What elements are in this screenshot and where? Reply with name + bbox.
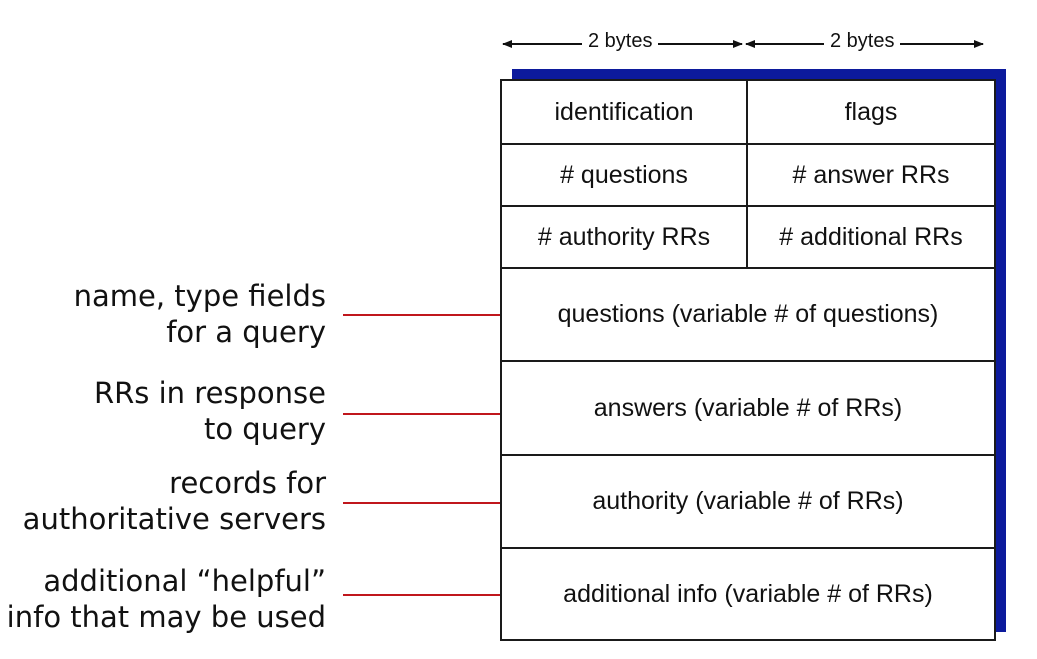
header-row-1: identification flags bbox=[502, 81, 994, 145]
authority-annotation: records for authoritative servers bbox=[23, 465, 326, 537]
answers-section: answers (variable # of RRs) bbox=[502, 362, 994, 456]
authority-section-label: authority (variable # of RRs) bbox=[592, 487, 904, 515]
annotation-line: name, type fields bbox=[73, 279, 326, 313]
answers-section-label: answers (variable # of RRs) bbox=[593, 393, 903, 422]
additional-rrs-count-field: # additional RRs bbox=[779, 222, 963, 251]
annotation-line: additional “helpful” bbox=[43, 564, 326, 598]
header-row-2: # questions # answer RRs bbox=[502, 145, 994, 207]
header-row-3: # authority RRs # additional RRs bbox=[502, 207, 994, 269]
annotation-line: authoritative servers bbox=[22, 502, 326, 536]
identification-field: identification bbox=[502, 81, 748, 143]
authority-rrs-count-field: # authority RRs bbox=[502, 207, 748, 267]
additional-annotation: additional “helpful” info that may be us… bbox=[7, 563, 326, 635]
message-box: identification flags # questions # answe… bbox=[500, 79, 996, 641]
annotation-line: to query bbox=[203, 412, 326, 446]
annotation-line: records for bbox=[169, 466, 326, 500]
questions-section: questions (variable # of questions) bbox=[502, 269, 994, 362]
questions-section-label: questions (variable # of questions) bbox=[557, 300, 939, 328]
right-width-label: 2 bytes bbox=[824, 30, 901, 53]
flags-field: flags bbox=[844, 97, 898, 126]
questions-annotation: name, type fields for a query bbox=[74, 278, 326, 350]
additional-section: additional info (variable # of RRs) bbox=[502, 549, 994, 639]
questions-count-field: # questions bbox=[502, 145, 748, 205]
answers-annotation: RRs in response to query bbox=[94, 375, 326, 447]
answer-rrs-count-field: # answer RRs bbox=[792, 160, 950, 189]
additional-section-label: additional info (variable # of RRs) bbox=[563, 579, 933, 608]
annotation-line: RRs in response bbox=[94, 376, 326, 410]
annotation-line: info that may be used bbox=[6, 600, 326, 634]
annotation-line: for a query bbox=[166, 315, 326, 349]
authority-section: authority (variable # of RRs) bbox=[502, 456, 994, 549]
left-width-label: 2 bytes bbox=[582, 30, 659, 53]
